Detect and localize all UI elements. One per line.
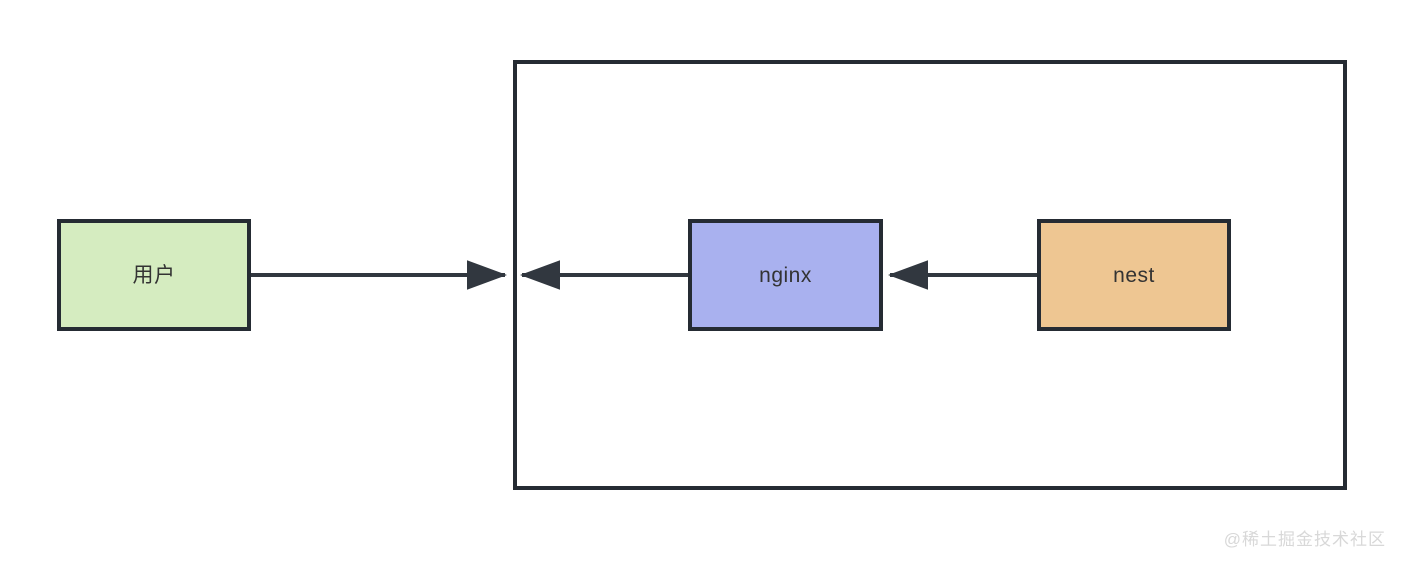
node-user[interactable]: 用户 <box>57 219 251 331</box>
node-nginx-label: nginx <box>759 263 812 287</box>
node-nest-label: nest <box>1113 263 1155 287</box>
watermark: @稀土掘金技术社区 <box>1223 530 1386 549</box>
node-nest[interactable]: nest <box>1037 219 1231 331</box>
node-nginx[interactable]: nginx <box>688 219 883 331</box>
node-user-label: 用户 <box>132 263 176 287</box>
server-group-container[interactable] <box>513 60 1347 490</box>
